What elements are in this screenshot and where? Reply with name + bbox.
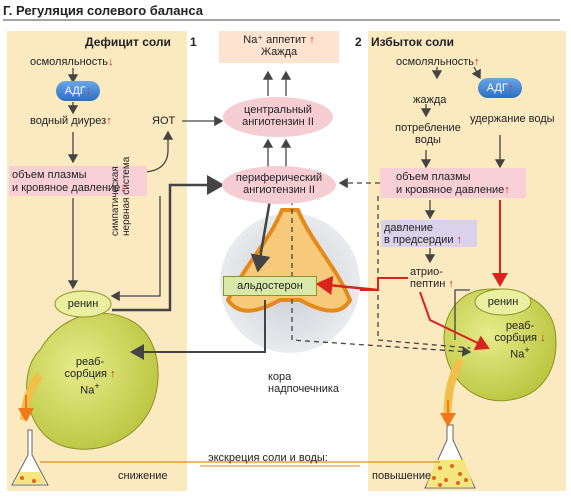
sympathetic-label: симпатическая нервная система — [110, 156, 132, 236]
excretion-label: экскреция соли и воды: — [208, 452, 328, 464]
left-yaot: ЯОТ — [152, 115, 176, 127]
left-flask — [11, 429, 49, 486]
right-number: 2 — [355, 35, 362, 49]
right-water-intake: потребление воды — [395, 122, 461, 146]
adrenal-cortex-label: кора надпочечника — [268, 371, 340, 395]
right-osmolality: осмоляльность↑ — [396, 56, 480, 68]
left-renin: ренин — [67, 298, 99, 310]
central-angiotensin — [223, 97, 333, 137]
down-arrow-icon: ↓ — [120, 182, 126, 194]
right-increase: повышение — [372, 470, 432, 482]
atrial-pressure-box — [381, 220, 477, 247]
left-reabsorption: реаб- сорбция ↑ Na+ — [64, 356, 116, 397]
center-top-panel — [219, 31, 339, 63]
left-plasma-line1: объем плазмы — [12, 169, 87, 181]
right-kidney — [443, 288, 557, 402]
left-water-diuresis: водный диурез↑ — [30, 115, 112, 127]
right-plasma-line1: объем плазмы — [396, 171, 471, 183]
right-heading: Избыток соли — [371, 35, 455, 49]
left-osmolality: осмоляльность↓ — [30, 56, 114, 68]
right-panel — [368, 31, 566, 491]
aldosterone-box — [223, 276, 317, 296]
right-thirst: жажда — [413, 94, 447, 106]
right-plasma-box — [380, 168, 526, 198]
right-water-retention: удержание воды — [470, 113, 555, 125]
left-number: 1 — [190, 35, 197, 49]
aldosterone-label: альдостерон — [237, 280, 303, 292]
up-arrow-icon: ↑ — [474, 56, 480, 68]
down-arrow-icon: ↓ — [540, 332, 546, 344]
up-arrow-icon: ↑ — [504, 184, 510, 196]
down-arrow-icon: ↓ — [108, 56, 114, 68]
left-decrease: снижение — [118, 470, 168, 482]
up-arrow-icon: ↑ — [507, 82, 514, 94]
up-arrow-icon: ↑ — [309, 34, 315, 46]
up-arrow-icon: ↑ — [110, 368, 116, 380]
left-flask-liquid — [14, 472, 46, 484]
down-arrow-icon: ↓ — [85, 85, 92, 97]
atrial-pressure-label: давление в предсердии ↑ — [384, 222, 463, 246]
up-arrow-icon: ↑ — [448, 278, 454, 290]
right-plasma-line2: и кровяное давление↑ — [396, 184, 510, 196]
right-adg-badge: АДГ↑ — [478, 78, 522, 98]
right-renin-oval — [474, 288, 532, 316]
up-arrow-icon: ↑ — [456, 234, 463, 246]
left-adg-badge: АДГ↓ — [56, 81, 100, 101]
appetite-thirst: Na⁺ аппетит ↑ Жажда — [243, 34, 315, 58]
left-renin-oval — [54, 290, 112, 318]
right-reabsorption: реаб- сорбция ↓ Na+ — [494, 320, 546, 361]
central-angiotensin-text: центральный ангиотензин II — [242, 104, 314, 128]
right-flask-liquid — [426, 460, 474, 487]
peripheral-angiotensin — [222, 166, 336, 204]
up-arrow-icon: ↑ — [106, 115, 112, 127]
diagram-title: Г. Регуляция солевого баланса — [3, 3, 203, 18]
left-plasma-box — [9, 166, 147, 196]
atriopeptin-label: атрио- пептин ↑ — [410, 266, 454, 290]
right-renin: ренин — [487, 296, 519, 308]
left-heading: Дефицит соли — [85, 35, 171, 49]
peripheral-angiotensin-text: периферический ангиотензин II — [235, 172, 323, 196]
left-plasma-line2: и кровяное давление↓ — [12, 182, 126, 194]
